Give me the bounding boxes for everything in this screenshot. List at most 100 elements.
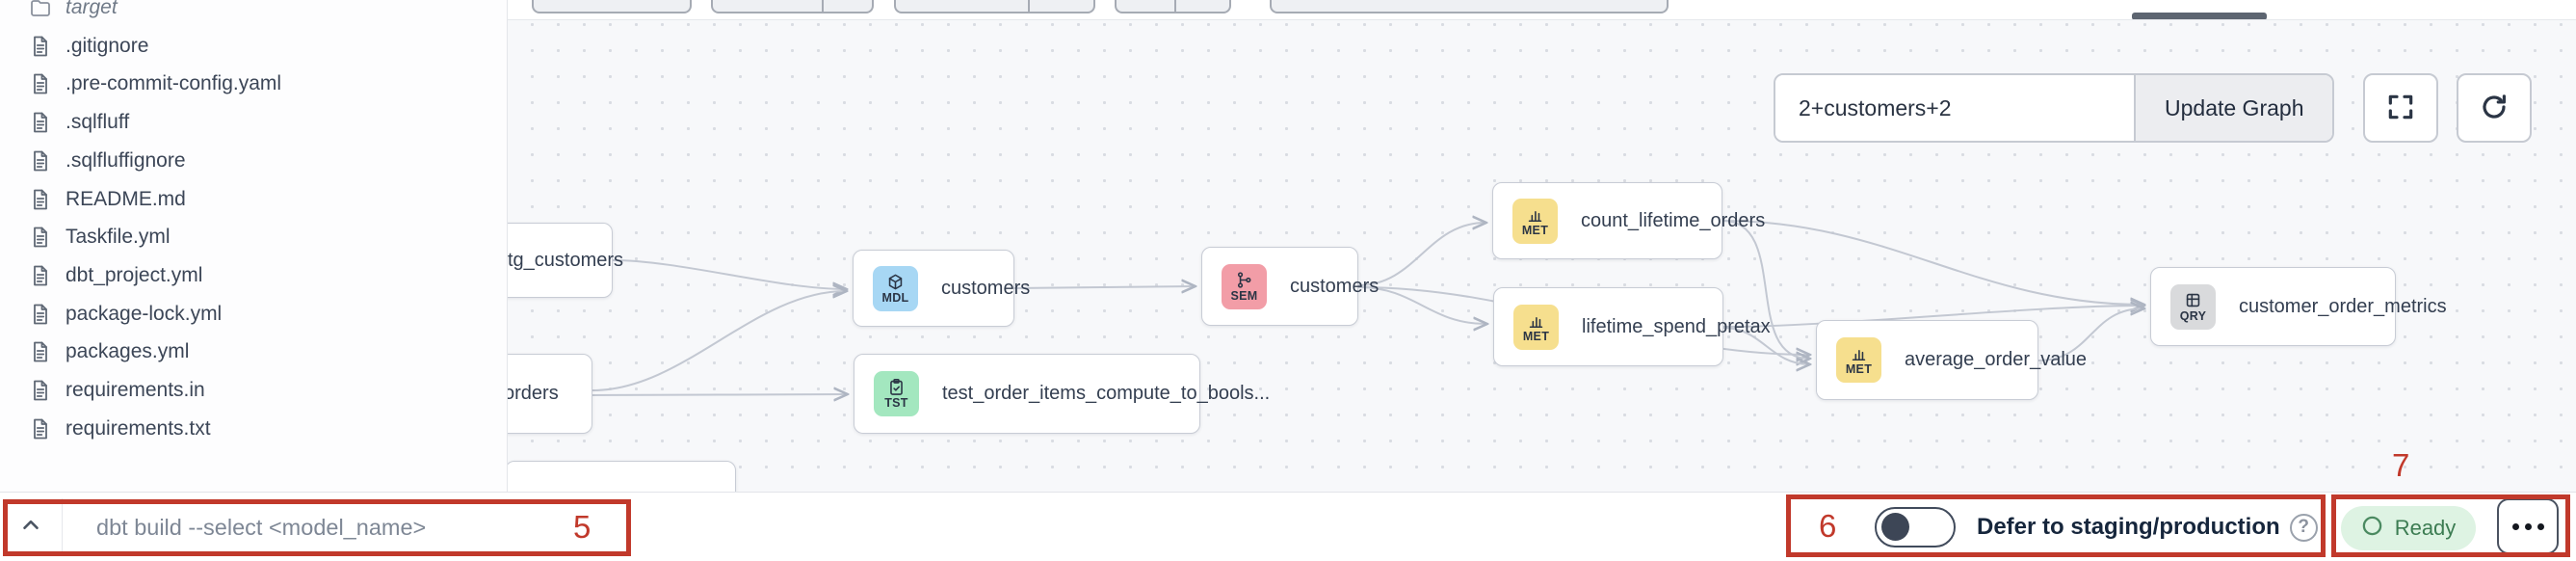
toolbar-button-partial[interactable] xyxy=(894,0,1095,13)
file-icon xyxy=(29,340,52,363)
update-graph-button[interactable]: Update Graph xyxy=(2134,75,2333,141)
file-icon xyxy=(29,149,52,173)
badge-label: MET xyxy=(1521,223,1549,237)
sidebar-file-item[interactable]: .gitignore xyxy=(0,27,507,66)
clipboard-badge-icon: TST xyxy=(874,371,919,416)
file-icon xyxy=(29,264,52,287)
file-icon xyxy=(29,188,52,211)
lineage-edge xyxy=(1722,306,2143,328)
toolbar-button-partial[interactable] xyxy=(711,0,874,13)
more-options-button[interactable] xyxy=(2497,498,2559,554)
graph-controls: Update Graph xyxy=(1774,73,2533,143)
node-label: stg_customers xyxy=(508,249,624,271)
file-icon xyxy=(29,303,52,326)
sidebar-folder-item[interactable]: target xyxy=(0,0,507,27)
sidebar-file-item[interactable]: .sqlfluff xyxy=(0,103,507,142)
lineage-edge xyxy=(2037,308,2143,361)
sidebar-file-item[interactable]: dbt_project.yml xyxy=(0,256,507,295)
file-icon xyxy=(29,417,52,441)
selector-group: Update Graph xyxy=(1774,73,2335,143)
chart-badge-icon: MET xyxy=(1513,304,1559,350)
lineage-node-customers_sem[interactable]: SEM customers xyxy=(1201,247,1379,326)
sidebar-file-item[interactable]: packages.yml xyxy=(0,333,507,371)
toolbar-button-partial[interactable] xyxy=(1270,0,1669,13)
chevron-up-icon xyxy=(18,513,43,543)
node-label: customer_order_metrics xyxy=(2239,295,2447,317)
node-label: customers xyxy=(941,277,1031,299)
file-name: package-lock.yml xyxy=(66,302,223,325)
sidebar-file-item[interactable]: requirements.txt xyxy=(0,410,507,448)
command-input[interactable] xyxy=(96,493,539,561)
query-badge-icon: QRY xyxy=(2170,283,2216,330)
file-name: packages.yml xyxy=(66,340,190,363)
file-name: .sqlfluffignore xyxy=(66,148,186,172)
status-badge: Ready xyxy=(2341,506,2476,550)
file-explorer: target .gitignore .pre-commit-config.yaml.… xyxy=(0,0,508,492)
sidebar-file-item[interactable]: README.md xyxy=(0,180,507,219)
file-name: requirements.in xyxy=(66,379,205,401)
toolbar-button-partial[interactable] xyxy=(532,0,692,13)
badge-label: TST xyxy=(884,396,908,410)
badge-label: QRY xyxy=(2179,308,2207,323)
lineage-edge xyxy=(591,291,846,391)
badge-label: MET xyxy=(1522,329,1550,343)
badge-label: MDL xyxy=(881,290,909,305)
scroll-indicator xyxy=(2132,13,2267,19)
top-toolbar-strip xyxy=(508,0,2576,20)
toolbar-button-partial[interactable] xyxy=(1115,0,1231,13)
fullscreen-button[interactable] xyxy=(2363,73,2439,143)
node-label: customers xyxy=(1290,275,1380,297)
lineage-node-test_order_items[interactable]: TST test_order_items_compute_to_bools... xyxy=(854,354,1270,434)
lineage-edge xyxy=(1722,327,1809,364)
node-label: test_order_items_compute_to_bools... xyxy=(942,383,1271,404)
defer-group: Defer to staging/production ? xyxy=(1875,493,2318,561)
badge-label: SEM xyxy=(1230,288,1258,303)
lineage-node-customer_order_metrics[interactable]: QRY customer_order_metrics xyxy=(2150,267,2447,346)
divider xyxy=(62,498,63,555)
file-icon xyxy=(29,379,52,402)
lineage-edge xyxy=(1013,286,1195,288)
file-name: .pre-commit-config.yaml xyxy=(66,72,282,95)
lineage-node-customers_mdl[interactable]: MDL customers xyxy=(853,250,1030,327)
file-icon xyxy=(29,72,52,95)
lineage-node-partial_node[interactable] xyxy=(508,461,736,492)
lineage-node-orders[interactable]: orders xyxy=(508,354,592,434)
defer-label: Defer to staging/production xyxy=(1977,514,2280,540)
node-label: average_order_value xyxy=(1905,349,2088,370)
sidebar-file-item[interactable]: .pre-commit-config.yaml xyxy=(0,65,507,103)
status-label: Ready xyxy=(2394,516,2457,540)
selector-input[interactable] xyxy=(1775,75,2134,141)
node-label: orders xyxy=(508,383,559,404)
lineage-edge xyxy=(1357,223,1485,286)
sidebar-file-item[interactable]: Taskfile.yml xyxy=(0,218,507,256)
status-circle-icon xyxy=(2361,515,2383,542)
bottom-command-bar: Defer to staging/production ? Ready xyxy=(0,492,2576,561)
edge-layer xyxy=(591,20,2576,492)
refresh-button[interactable] xyxy=(2457,73,2533,143)
file-name: .sqlfluff xyxy=(66,111,130,134)
cube-badge-icon: MDL xyxy=(873,265,918,311)
lineage-node-average_order_value[interactable]: MET average_order_value xyxy=(1816,320,2087,400)
file-name: .gitignore xyxy=(66,34,149,57)
file-name: requirements.txt xyxy=(66,416,211,440)
defer-toggle[interactable] xyxy=(1875,507,1956,548)
badge-label: MET xyxy=(1845,362,1873,376)
lineage-edge xyxy=(1357,286,1486,324)
file-name: Taskfile.yml xyxy=(66,226,171,249)
file-icon xyxy=(29,226,52,249)
fullscreen-icon xyxy=(2385,92,2416,125)
lineage-edge xyxy=(612,259,846,289)
lineage-node-stg_customers[interactable]: stg_customers xyxy=(508,223,623,298)
toggle-knob xyxy=(1881,513,1909,541)
help-icon[interactable]: ? xyxy=(2289,513,2318,542)
sidebar-file-item[interactable]: .sqlfluffignore xyxy=(0,142,507,180)
sidebar-file-item[interactable]: package-lock.yml xyxy=(0,295,507,334)
file-name: target xyxy=(66,0,118,18)
file-icon xyxy=(29,111,52,134)
collapse-panel-button[interactable] xyxy=(8,504,54,550)
sidebar-file-item[interactable]: requirements.in xyxy=(0,371,507,410)
